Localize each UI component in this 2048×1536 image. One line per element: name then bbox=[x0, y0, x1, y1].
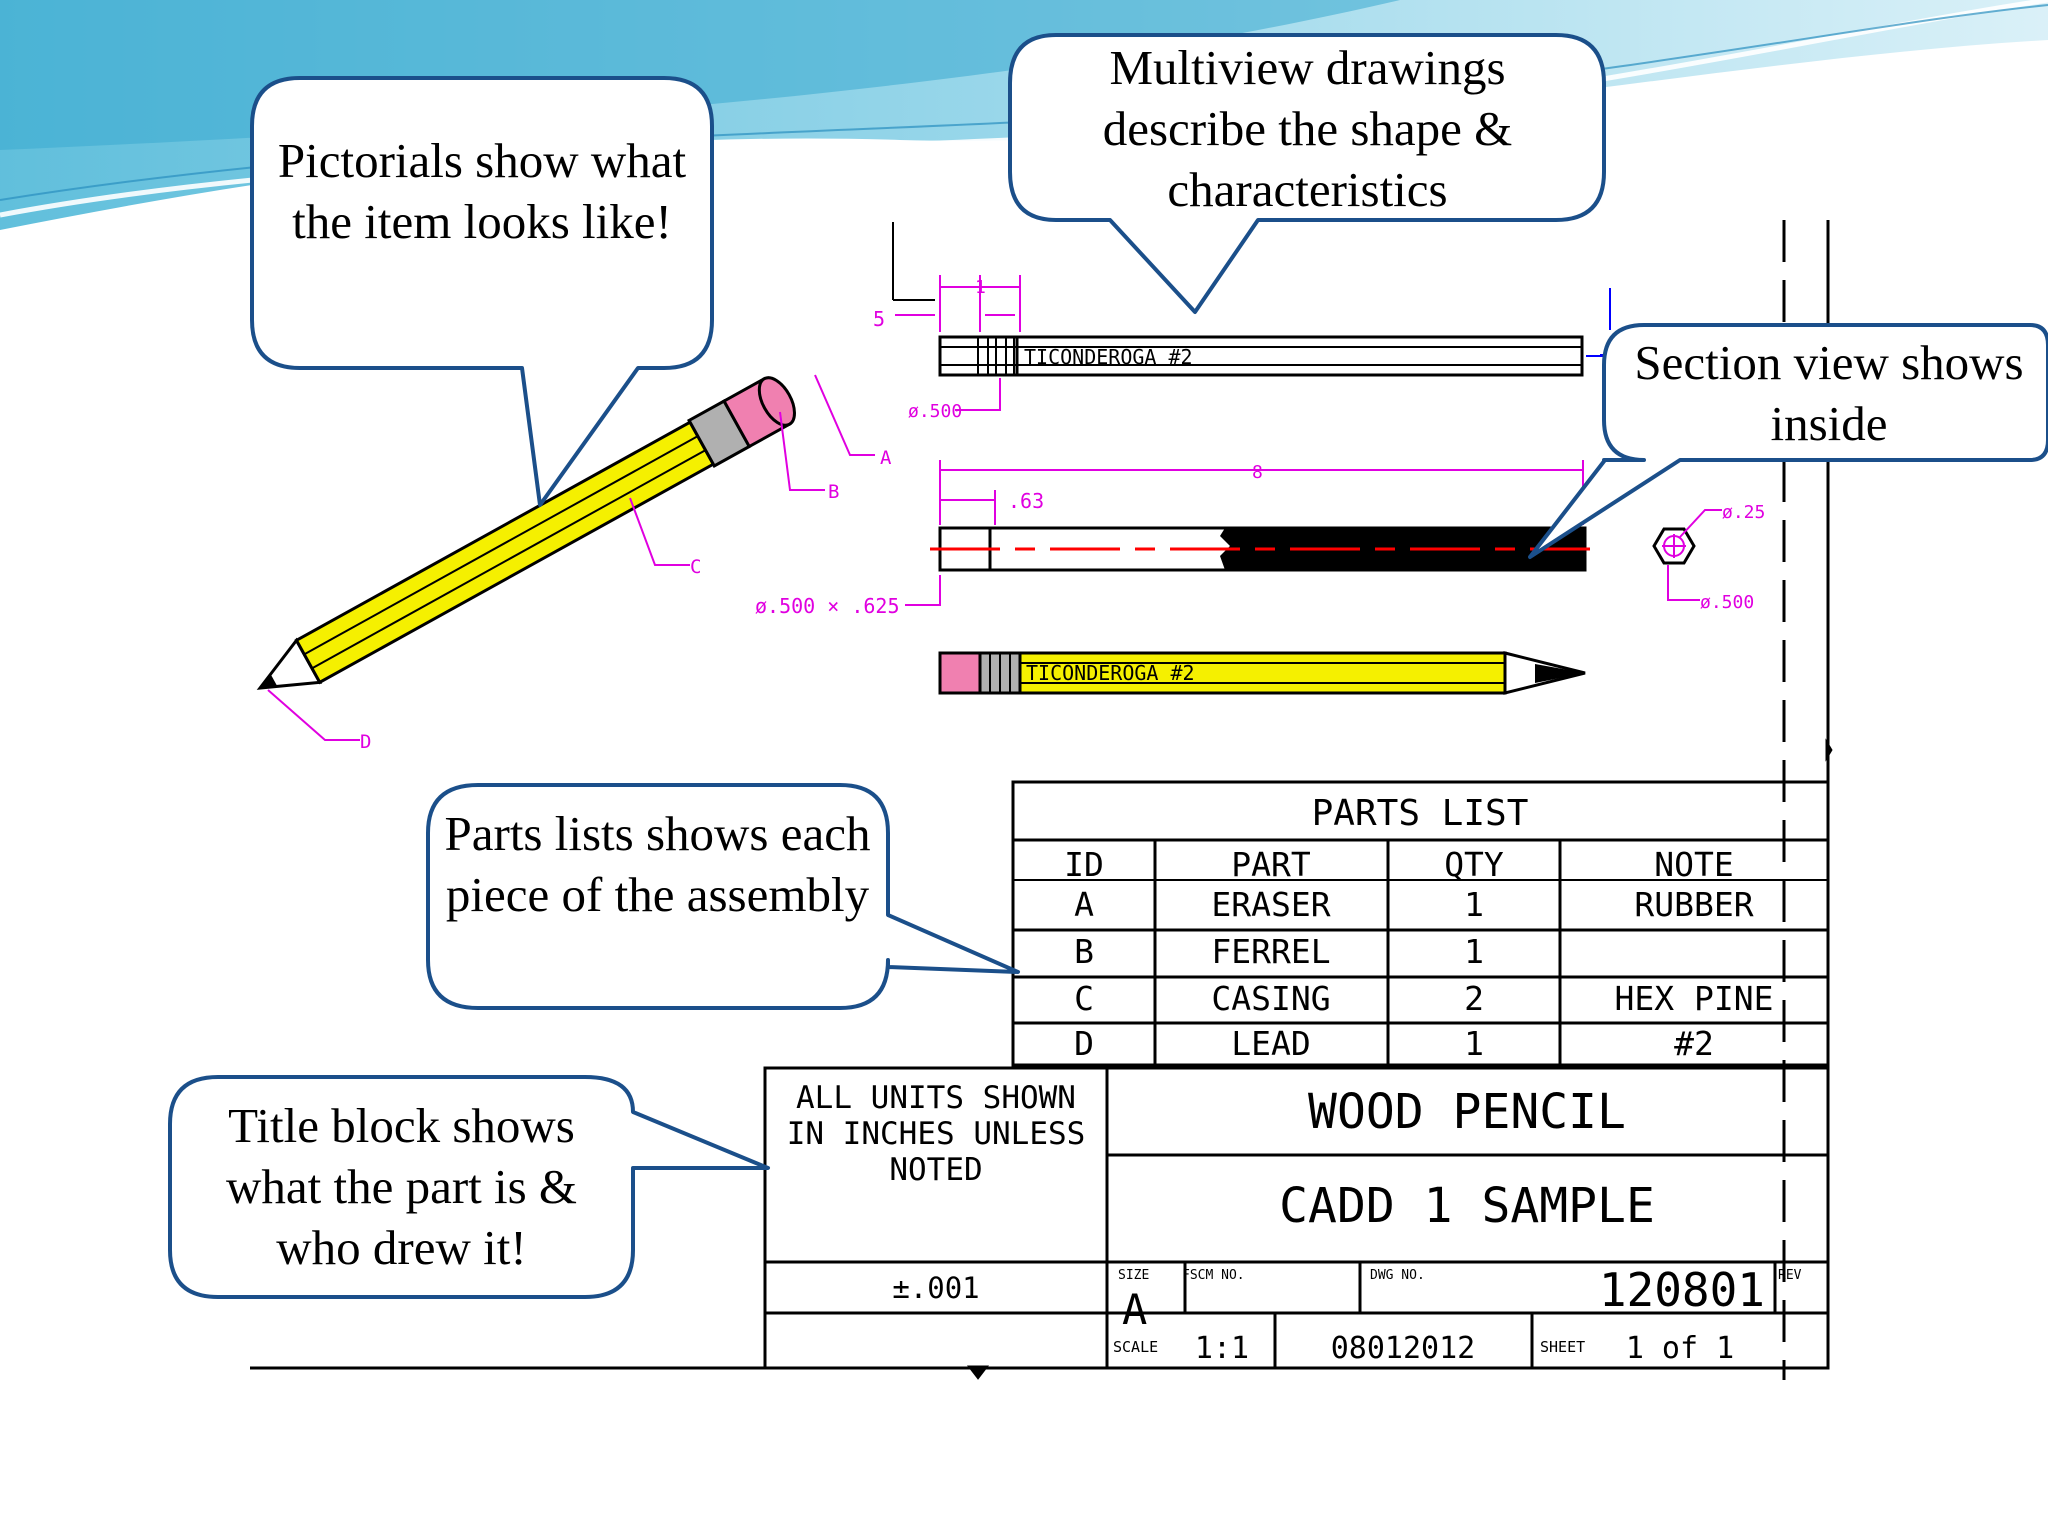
cell-part: FERREL bbox=[1211, 932, 1330, 971]
dim-dia500b: ø.500 bbox=[1700, 592, 1754, 613]
dim-eight: 8 bbox=[1252, 462, 1263, 483]
pictorial-pencil: A B C D bbox=[256, 374, 892, 753]
cell-id: D bbox=[1074, 1024, 1094, 1063]
cell-id: C bbox=[1074, 979, 1094, 1018]
fscm-label: FSCM NO. bbox=[1182, 1268, 1245, 1283]
date-value: 08012012 bbox=[1331, 1331, 1476, 1366]
size-label: SIZE bbox=[1118, 1268, 1149, 1283]
table-row: A ERASER 1 RUBBER bbox=[1074, 885, 1754, 924]
title-block bbox=[763, 1066, 1830, 1370]
size-value: A bbox=[1122, 1285, 1147, 1334]
label-a: A bbox=[880, 447, 892, 469]
units-note: ALL UNITS SHOWN IN INCHES UNLESS NOTED bbox=[787, 1080, 1086, 1188]
cell-part: ERASER bbox=[1211, 885, 1330, 924]
cell-qty: 2 bbox=[1464, 979, 1484, 1018]
cell-id: A bbox=[1074, 885, 1094, 924]
dim-p63: .63 bbox=[1008, 489, 1044, 513]
callout-title-block: Title block shows what the part is & who… bbox=[225, 1098, 578, 1275]
dim-dia500x625: ø.500 × .625 bbox=[755, 594, 900, 618]
callout-section: Section view shows inside bbox=[1634, 335, 2024, 451]
dim-dia500: ø.500 bbox=[908, 401, 962, 422]
top-view-brand: TICONDEROGA #2 bbox=[1024, 345, 1193, 369]
header-id: ID bbox=[1064, 845, 1104, 884]
part-name: WOOD PENCIL bbox=[1308, 1084, 1626, 1140]
cell-id: B bbox=[1074, 932, 1094, 971]
callout-pictorial-bubble bbox=[250, 76, 714, 507]
label-b: B bbox=[828, 481, 839, 503]
cell-qty: 1 bbox=[1464, 932, 1484, 971]
sheet-label: SHEET bbox=[1540, 1338, 1585, 1356]
cell-qty: 1 bbox=[1464, 885, 1484, 924]
cell-qty: 1 bbox=[1464, 1024, 1484, 1063]
dwg-label: DWG NO. bbox=[1370, 1268, 1425, 1283]
units-note-line-2: IN INCHES UNLESS bbox=[787, 1116, 1086, 1152]
cell-part: CASING bbox=[1211, 979, 1330, 1018]
table-row: C CASING 2 HEX PINE bbox=[1074, 979, 1773, 1018]
tolerance: ±.001 bbox=[892, 1271, 979, 1305]
cell-part: LEAD bbox=[1231, 1024, 1310, 1063]
cell-note: RUBBER bbox=[1634, 885, 1753, 924]
rev-label: REV bbox=[1778, 1268, 1802, 1283]
parts-list-header-row: ID PART QTY NOTE bbox=[1064, 845, 1734, 884]
top-view: TICONDEROGA #2 5 1 ø.500 bbox=[873, 275, 1612, 422]
label-c: C bbox=[690, 556, 701, 578]
header-note: NOTE bbox=[1654, 845, 1733, 884]
callout-parts: Parts lists shows each piece of the asse… bbox=[444, 806, 871, 922]
header-part: PART bbox=[1231, 845, 1311, 884]
header-qty: QTY bbox=[1444, 845, 1504, 884]
callout-title-bubble bbox=[168, 1075, 770, 1299]
scale-value: 1:1 bbox=[1195, 1331, 1249, 1366]
table-row: B FERREL 1 bbox=[1074, 932, 1484, 971]
cell-note: #2 bbox=[1674, 1024, 1714, 1063]
label-d: D bbox=[360, 731, 371, 753]
scale-label: SCALE bbox=[1113, 1338, 1158, 1356]
callout-multiview: Multiview drawings describe the shape & … bbox=[1102, 40, 1513, 217]
front-view: TICONDEROGA #2 bbox=[938, 651, 1586, 695]
parts-list-title: PARTS LIST bbox=[1312, 793, 1529, 834]
table-row: D LEAD 1 #2 bbox=[1074, 1024, 1714, 1063]
parts-list bbox=[1011, 780, 1830, 1067]
sheet-value: 1 of 1 bbox=[1626, 1331, 1734, 1366]
units-note-line-1: ALL UNITS SHOWN bbox=[796, 1080, 1076, 1116]
callout-multiview-bubble bbox=[1008, 33, 1606, 314]
dim-dia25: ø.25 bbox=[1722, 502, 1765, 523]
units-note-line-3: NOTED bbox=[889, 1152, 982, 1188]
dim-five: 5 bbox=[873, 307, 885, 331]
drawing-title: CADD 1 SAMPLE bbox=[1279, 1178, 1655, 1234]
callout-pictorial: Pictorials show what the item looks like… bbox=[277, 133, 687, 249]
cell-note: HEX PINE bbox=[1615, 979, 1774, 1018]
dwg-value: 120801 bbox=[1599, 1263, 1765, 1317]
front-view-brand: TICONDEROGA #2 bbox=[1026, 661, 1195, 685]
dim-one: 1 bbox=[975, 277, 986, 298]
callout-parts-bubble bbox=[426, 783, 1020, 1010]
section-view: 8 .63 ø.500 × .625 ø.25 ø.500 bbox=[755, 460, 1765, 618]
